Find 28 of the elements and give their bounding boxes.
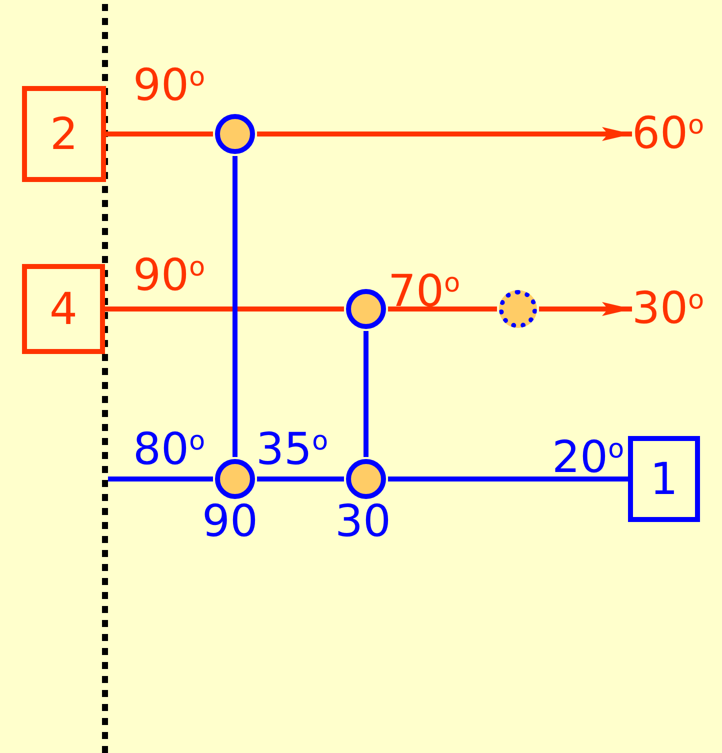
temperature-label: 90$^{o}$ bbox=[133, 64, 206, 108]
utility-circle bbox=[499, 290, 537, 328]
temperature-label: 90 bbox=[202, 500, 258, 544]
exchanger-circle bbox=[215, 114, 255, 154]
stream-box: 4 bbox=[22, 264, 105, 354]
connector-line bbox=[364, 331, 368, 457]
temperature-label: 80$^{o}$ bbox=[133, 428, 206, 472]
temperature-label: 35$^{o}$ bbox=[256, 428, 328, 472]
connector-line bbox=[232, 156, 238, 457]
arrow bbox=[257, 127, 632, 141]
connector-line bbox=[105, 306, 344, 312]
temperature-label: 20$^{o}$ bbox=[552, 436, 624, 480]
connector-line bbox=[388, 476, 628, 482]
temperature-label: 90$^{o}$ bbox=[133, 254, 206, 298]
connector-line bbox=[108, 476, 213, 482]
exchanger-circle bbox=[346, 459, 386, 499]
exchanger-circle bbox=[346, 289, 386, 329]
connector-line bbox=[106, 132, 213, 136]
temperature-label: 30 bbox=[335, 500, 391, 544]
arrow bbox=[539, 302, 632, 316]
temperature-text: 60$^{o}$ bbox=[632, 112, 716, 156]
connector-line bbox=[257, 476, 344, 482]
exchanger-circle bbox=[215, 459, 255, 499]
stream-box: 1 bbox=[628, 436, 700, 522]
temperature-label: 70$^{o}$ bbox=[388, 270, 460, 314]
connector-line bbox=[388, 306, 497, 312]
temperature-text: 30$^{o}$ bbox=[632, 287, 716, 331]
stream-box: 2 bbox=[22, 86, 106, 182]
